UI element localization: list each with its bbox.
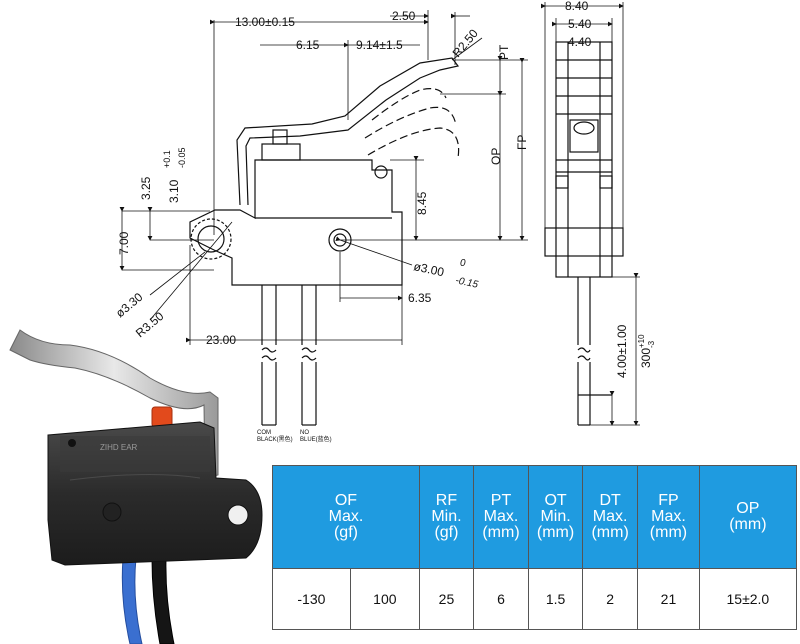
header-op: OP (mm) [698, 465, 798, 569]
spec-table: OF Max. (gf) RF Min. (gf) PT Max. (mm) O… [272, 465, 798, 630]
spec-value-row: -130 100 25 6 1.5 2 21 15±2.0 [272, 568, 798, 630]
value-ot: 1.5 [528, 568, 584, 630]
dim-440: 4.40 [568, 35, 592, 49]
dim-hole-dia: ø3.00 [412, 259, 445, 279]
dim-op: OP [489, 148, 503, 165]
side-view [189, 57, 460, 426]
dim-hole-tol-bot: -0.15 [454, 275, 479, 291]
value-of-max: 100 [349, 568, 420, 630]
switch-body-outline [189, 159, 403, 286]
wire-label-com: COM [257, 430, 271, 436]
dim-330: ø3.30 [113, 290, 146, 321]
dim-400: 4.00±1.00 [615, 324, 629, 378]
dim-845: 8.45 [415, 191, 429, 215]
value-rf: 25 [418, 568, 474, 630]
mounting-hole-left [197, 225, 225, 253]
dimension-labels: 13.00±0.15 6.15 9.14±1.5 2.50 R2.50 PT O… [113, 0, 656, 443]
value-pt: 6 [472, 568, 530, 630]
dim-840: 8.40 [565, 0, 589, 13]
dimension-lines [119, 10, 528, 345]
front-view [544, 41, 624, 426]
dim-310: 3.10 [167, 179, 181, 203]
header-fp: FP Max. (mm) [637, 465, 700, 569]
front-dimension-lines [541, 2, 640, 426]
header-ot: OT Min. (mm) [528, 465, 584, 569]
header-dt: DT Max. (mm) [582, 465, 639, 569]
photo-part-label: ZIHD EAR [100, 443, 138, 452]
photo-wire-black [151, 557, 175, 644]
header-rf: RF Min. (gf) [418, 465, 474, 569]
wire-label-no: NO [300, 430, 309, 436]
dim-635: 6.35 [408, 291, 432, 305]
wire-label-black: BLACK(黑色) [257, 435, 293, 443]
dim-2300: 23.00 [206, 333, 236, 347]
dim-300-sup: +10 [637, 334, 646, 348]
dim-700: 7.00 [117, 231, 131, 255]
photo-mounting-hole [227, 504, 249, 526]
dim-615: 6.15 [296, 38, 320, 52]
dim-250: 2.50 [392, 9, 416, 23]
photo-lever [9, 329, 219, 479]
dim-13: 13.00±0.15 [235, 15, 295, 29]
value-dt: 2 [582, 568, 639, 630]
photo-wire-blue [121, 557, 143, 644]
value-op: 15±2.0 [698, 568, 798, 630]
actuator-plunger [261, 143, 301, 161]
dim-pt: PT [497, 44, 511, 60]
header-pt: PT Max. (mm) [472, 465, 530, 569]
product-photo: ZIHD EAR [9, 329, 263, 644]
dim-310-sub: -0.05 [177, 147, 187, 168]
dim-310-sup: +0.1 [162, 150, 172, 168]
photo-actuator [151, 406, 173, 428]
lever-arm [236, 57, 460, 206]
dim-r350: R3.50 [133, 309, 167, 341]
dim-540: 5.40 [568, 17, 592, 31]
header-of: OF Max. (gf) [272, 465, 420, 569]
dim-914: 9.14±1.5 [356, 38, 403, 52]
dim-hole-tol-top: 0 [460, 258, 466, 269]
value-fp: 21 [637, 568, 700, 630]
dim-r250: R2.50 [450, 26, 482, 60]
value-of-min: -130 [272, 568, 351, 630]
spec-header-row: OF Max. (gf) RF Min. (gf) PT Max. (mm) O… [272, 465, 798, 569]
dim-300: 300 [639, 348, 653, 368]
dim-fp: FP [515, 135, 529, 150]
dim-325: 3.25 [139, 176, 153, 200]
wire-label-blue: BLUE(蓝色) [300, 435, 332, 443]
dim-300-sub: -3 [647, 340, 656, 348]
